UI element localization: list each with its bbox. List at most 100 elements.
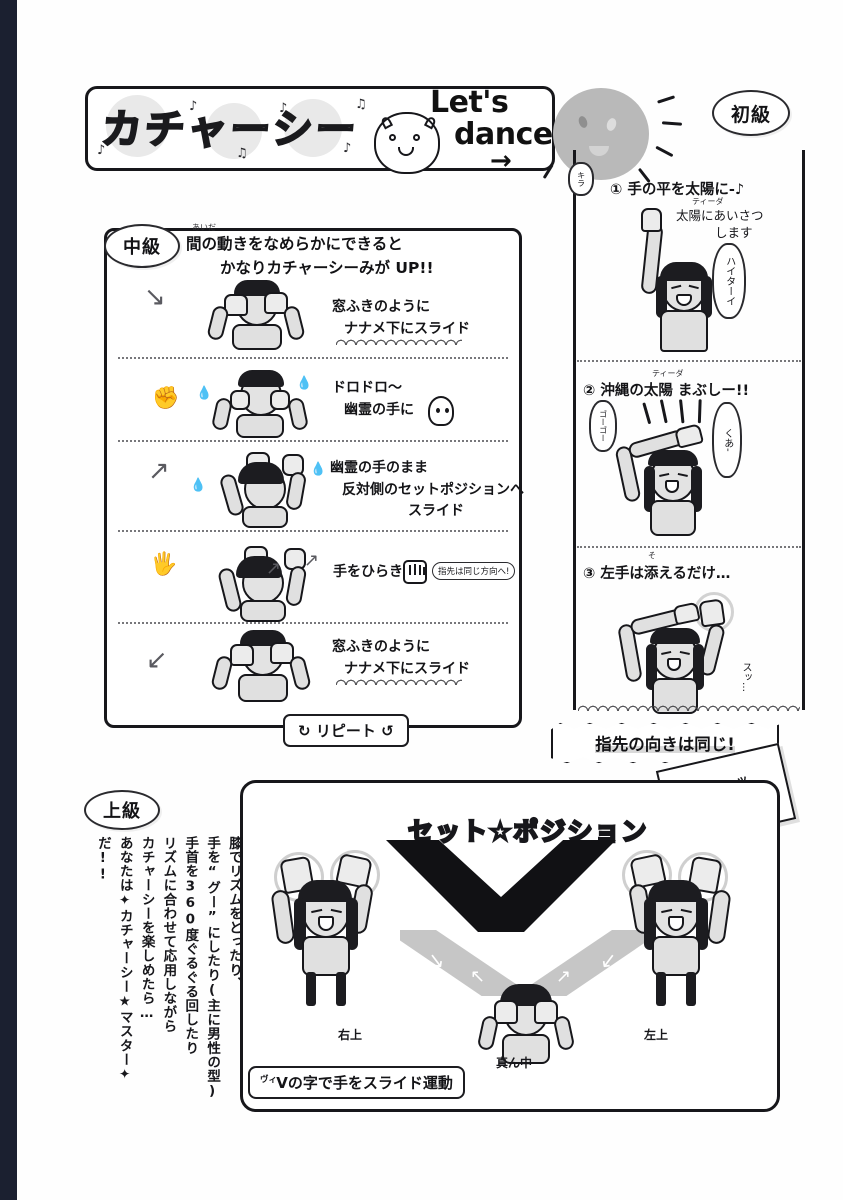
- row-text-line1: 幽霊の手のまま: [330, 460, 428, 476]
- row-text-line2: 反対側のセットポジションへ: [342, 481, 524, 498]
- figure-hair: [660, 262, 708, 281]
- advanced-line: あなたは✦カチャーシー★マスター✦だ!!: [94, 836, 133, 1084]
- badge-advanced: 上級: [84, 790, 160, 830]
- figure-arm: [284, 564, 308, 608]
- bubble-text: ゴーゴー: [598, 410, 608, 442]
- figure-set-left: [268, 848, 388, 1016]
- step-divider: [577, 546, 801, 548]
- figure-hair: [346, 898, 358, 950]
- row-divider: [118, 357, 508, 359]
- arrow-down-right-icon: ↘: [426, 946, 447, 974]
- arrow-down-right-icon: ↘: [144, 282, 166, 312]
- badge-intermediate-label: 中級: [123, 237, 161, 258]
- row-divider: [118, 622, 508, 624]
- v-slide-caption: ヴィ Vの字で手をスライド運動: [248, 1066, 465, 1099]
- sweat-drop-icon: 💧: [190, 478, 207, 493]
- figure-hand: [264, 292, 288, 314]
- figure-hand: [230, 644, 254, 666]
- figure-hair: [691, 466, 702, 512]
- figure-hair: [644, 898, 656, 950]
- figure-hand: [270, 642, 294, 664]
- figure-arm: [284, 470, 308, 512]
- figure-arm: [552, 1014, 576, 1052]
- figure-hair: [238, 462, 284, 484]
- figure-hair: [648, 450, 698, 466]
- repeat-icon-left: ↻: [298, 722, 311, 740]
- intermediate-row-2-text: ドロドロ〜 幽霊の手に: [332, 378, 414, 421]
- ruby-so: そ: [648, 551, 656, 560]
- intermediate-panel: [104, 228, 522, 728]
- figure-hair: [644, 466, 655, 512]
- arrow-up-right-icon: ↖: [470, 966, 486, 987]
- intermediate-row-4-text: 手をひらき: [333, 562, 403, 584]
- step-heading-text: 手の平を太陽に‐♪: [627, 182, 745, 198]
- dance-label: dance: [454, 117, 553, 152]
- figure-hair: [696, 898, 708, 950]
- intermediate-heading: 間の動きをなめらかにできると かなりカチャーシーみが UP!!: [186, 232, 434, 280]
- intermediate-heading-line1: 間の動きをなめらかにできると: [186, 235, 403, 253]
- v-caption-ruby: ヴィ: [260, 1075, 278, 1085]
- figure-step-2: [612, 399, 742, 536]
- arrow-up-right-icon: ↗: [304, 550, 320, 571]
- music-note-icon: ♪: [343, 141, 352, 156]
- fingertip-note-text: 指先は同じ方向へ!: [438, 567, 510, 577]
- beginner-step-2-heading: ② 沖縄の太陽 まぶしー!!: [583, 379, 749, 400]
- figure-torso: [502, 1034, 550, 1064]
- badge-beginner: 初級: [712, 90, 790, 136]
- step-heading-text: 沖縄の太陽 まぶしー!!: [600, 383, 750, 399]
- figure-arm: [206, 304, 230, 342]
- intermediate-row-5-text: 窓ふきのように ナナメ下にスライド: [332, 637, 470, 680]
- sun-illustration: [553, 88, 649, 180]
- figure-hair: [648, 880, 702, 902]
- figure-hand: [224, 294, 248, 316]
- beginner-column: [573, 150, 805, 710]
- music-note-icon: ♪: [189, 99, 198, 114]
- open-hand-icon: [403, 560, 427, 584]
- figure-arm: [210, 396, 234, 432]
- beginner-step-3-heading: ③ 左手は添えるだけ…: [583, 562, 730, 583]
- callout-text: 指先の向きは同じ!: [595, 731, 735, 755]
- figure-hand: [230, 390, 250, 410]
- step-number: ③: [583, 566, 596, 582]
- figure-torso: [238, 674, 288, 702]
- lets-dance-text: Let's dance →: [430, 88, 553, 176]
- figure-hair: [298, 880, 352, 902]
- beginner-step-1-sub1: 太陽にあいさつ: [676, 208, 764, 223]
- page-title: カチャーシー: [99, 106, 362, 154]
- figure-hair: [701, 276, 712, 318]
- advanced-line: 手首を360度ぐるぐる回したり: [182, 836, 199, 1055]
- row-text-line3: スライド: [408, 503, 464, 520]
- figure-hair: [650, 628, 700, 644]
- repeat-icon-right: ↺: [381, 722, 394, 740]
- position-label-left-up: 左上: [644, 1028, 669, 1042]
- advanced-line: カチャーシーを楽しめたら…: [138, 836, 155, 1022]
- figure-mid-row-4: ↗ ↗: [208, 544, 326, 622]
- page-binding-strip: [0, 0, 17, 1200]
- wavy-underline: [336, 676, 462, 685]
- title-blob: [284, 99, 342, 157]
- ruby-teeda: ティーダ: [692, 197, 724, 206]
- figure-leg: [686, 972, 696, 1006]
- fist-hand-icon: ✊: [152, 386, 180, 411]
- beginner-step-3-bubble: スッ…: [740, 662, 751, 692]
- figure-torso: [660, 310, 708, 352]
- figure-torso: [650, 500, 696, 536]
- sweat-drop-icon: 💧: [310, 462, 327, 477]
- beginner-step-1-heading: ① 手の平を太陽に‐♪: [610, 178, 744, 199]
- wavy-underline: [336, 336, 462, 345]
- arrow-up-right-icon: ↗: [148, 456, 170, 486]
- figure-hand: [673, 423, 705, 449]
- figure-step-1: [610, 208, 730, 352]
- step-number: ①: [610, 182, 623, 198]
- figure-arm: [476, 1014, 500, 1052]
- speech-bubble-gogo: ゴーゴー: [589, 400, 617, 452]
- row-text-line2: ナナメ下にスライド: [344, 660, 470, 677]
- badge-beginner-label: 初級: [730, 103, 771, 126]
- badge-intermediate: 中級: [104, 224, 180, 268]
- music-note-icon: ♫: [355, 97, 367, 112]
- arrow-right-icon: →: [490, 146, 512, 176]
- arrow-up-left-icon: ↗: [556, 966, 572, 987]
- sweat-drop-icon: 💧: [196, 386, 213, 401]
- figure-mid-row-2: [210, 368, 316, 438]
